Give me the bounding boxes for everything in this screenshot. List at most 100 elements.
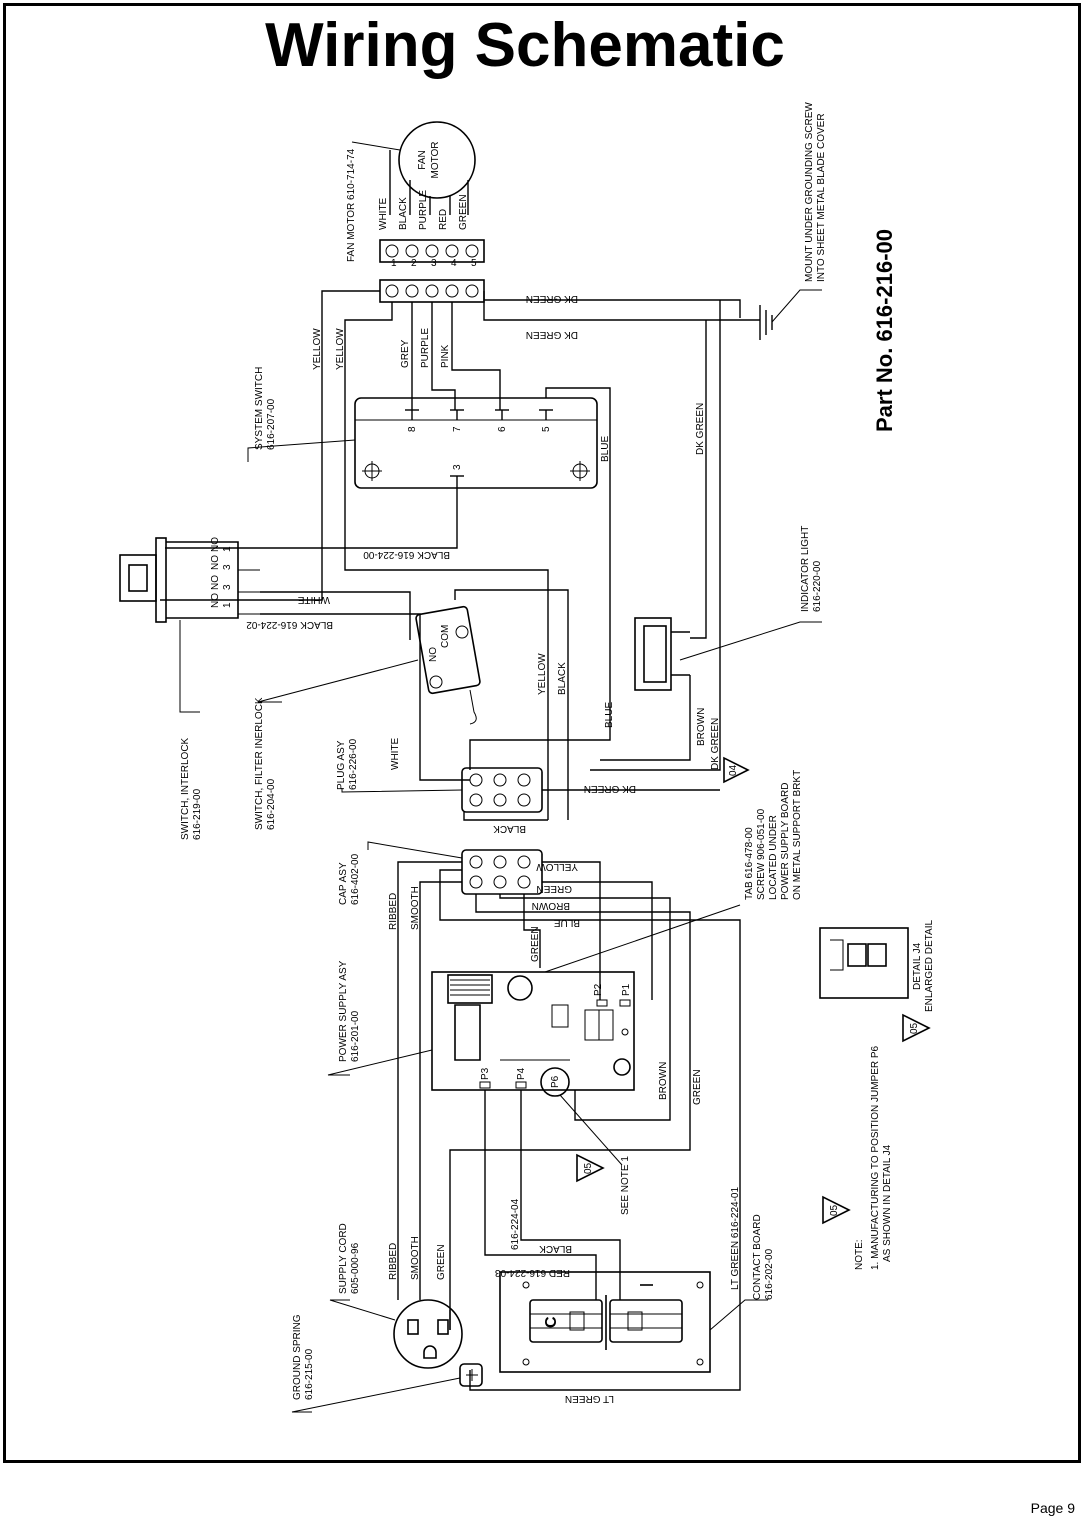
page-frame	[3, 3, 1081, 1463]
note-block: 05 NOTE: 1. MANUFACTURING TO POSITION JU…	[822, 1045, 893, 1270]
blue-label-3: BLUE	[554, 917, 580, 928]
see-note-label: SEE NOTE 1	[620, 1156, 631, 1215]
red-03-label: RED 616-224-03	[495, 1267, 570, 1278]
dk-green-label-1: DK GREEN	[526, 293, 578, 304]
tab-label-2: SCREW 906-051-00	[756, 808, 767, 900]
fan-terminal-block-lower: 1 2 3 4 5	[379, 258, 485, 303]
fan-term-4: 4	[451, 258, 457, 269]
detail-label-2: ENLARGED DETAIL	[924, 920, 935, 1012]
part-number: Part No. 616-216-00	[872, 229, 897, 432]
detail-label-1: DETAIL J4	[912, 942, 923, 990]
plug-assembly: PLUG ASY 616-226-00 BLACK DK GREEN	[336, 738, 720, 834]
fan-term-3: 3	[431, 258, 437, 269]
sw-no-2: NO	[210, 555, 221, 570]
filter-com: COM	[440, 625, 451, 648]
sw-1a: 1	[222, 546, 233, 552]
tab-label-5: ON METAL SUPPORT BRKT	[792, 770, 803, 900]
black-label-2: BLACK	[557, 662, 568, 695]
ltgreen-01-label: LT GREEN 616-224-01	[730, 1187, 741, 1290]
dk-green-label-3: DK GREEN	[695, 403, 706, 455]
switch-filter-label-2: 616-204-00	[266, 778, 277, 830]
brown-label-1: BROWN	[696, 708, 707, 746]
yellow-label-2: YELLOW	[335, 328, 346, 370]
green-label-4: GREEN	[692, 1069, 703, 1105]
p1-label: P1	[621, 983, 632, 996]
contact-off-symbol: C	[543, 1316, 560, 1328]
system-switch-label-1: SYSTEM SWITCH	[254, 367, 265, 450]
dk-green-indicator-wires: DK GREEN	[590, 300, 721, 771]
power-supply-board: P2 P1 P3 P4 P6 BROWN GREEN POWER SUPPLY …	[327, 960, 703, 1300]
tab-label-4: POWER SUPPLY BOARD	[780, 783, 791, 900]
fan-term-1: 1	[391, 258, 397, 269]
mount-note-2: INTO SHEET METAL BLADE COVER	[816, 113, 827, 282]
note-line-1: 1. MANUFACTURING TO POSITION JUMPER P6	[870, 1045, 881, 1270]
fan-wire-black: BLACK	[398, 197, 409, 230]
white-label-3: WHITE	[390, 737, 401, 770]
tri-05b: 05	[583, 1162, 594, 1174]
indicator-light-label-2: 616-220-00	[812, 560, 823, 612]
contact-board-label-2: 616-202-00	[764, 1248, 775, 1300]
fan-wire-white: WHITE	[378, 197, 389, 230]
ribbed-label-1: RIBBED	[388, 893, 399, 930]
switch-interlock: NO NO NO NO 3 3 1 1 SWITCH, INTERLOCK 61…	[119, 537, 450, 840]
purple-label-2: PURPLE	[420, 328, 431, 368]
sw-no-3: NO	[210, 575, 221, 590]
p6-label: P6	[550, 1075, 561, 1088]
tri-05c: 05	[829, 1204, 840, 1216]
callout-triangle-04: 04	[723, 756, 750, 784]
dk-green-label-4: DK GREEN	[710, 718, 721, 770]
tab-callout: TAB 616-478-00 SCREW 906-051-00 LOCATED …	[544, 770, 803, 973]
tri-05a: 05	[909, 1022, 920, 1034]
plug-asy-label-1: PLUG ASY	[336, 740, 347, 790]
green-label-5: GREEN	[436, 1244, 447, 1280]
grey-label: GREY	[400, 339, 411, 368]
cap-asy-label-2: 616-402-00	[350, 853, 361, 905]
page-title: Wiring Schematic	[265, 11, 785, 80]
black-label-3: BLACK	[493, 823, 526, 834]
ground-wires: DK GREEN DK GREEN MOUNT UNDER GROUNDING …	[483, 102, 827, 340]
green-label-2: GREEN	[536, 883, 572, 894]
note-line-2: AS SHOWN IN DETAIL J4	[882, 1144, 893, 1262]
w04-label: 616-224-04	[510, 1198, 521, 1250]
ss-term-7: 7	[452, 426, 463, 432]
fan-motor: FAN MOTOR FAN MOTOR 610-714-74	[346, 121, 476, 262]
ss-term-6: 6	[497, 426, 508, 432]
yellow-label-1: YELLOW	[312, 328, 323, 370]
green-label-3: GREEN	[530, 926, 541, 962]
system-switch-label-2: 616-207-00	[266, 398, 277, 450]
p4-label: P4	[516, 1067, 527, 1080]
dk-green-label-5: DK GREEN	[584, 783, 636, 794]
fan-wire-purple: PURPLE	[418, 190, 429, 230]
system-switch: 8 7 6 5 3 BLUE SYSTEM SWITCH 616-207-00	[165, 367, 611, 770]
ground-spring: GROUND SPRING 616-215-00	[291, 1314, 483, 1413]
switch-interlock-label-2: 616-219-00	[192, 788, 203, 840]
supply-cord-label-2: 605-000-96	[350, 1242, 361, 1294]
pink-label: PINK	[440, 344, 451, 368]
black-02-label: BLACK 616-224-02	[246, 619, 333, 630]
ss-term-3: 3	[452, 464, 463, 470]
mount-note-1: MOUNT UNDER GROUNDING SCREW	[804, 102, 815, 282]
page-number: Page 9	[1030, 1500, 1075, 1516]
tab-label-1: TAB 616-478-00	[744, 827, 755, 900]
sw-1b: 1	[222, 602, 233, 608]
contact-board-label-1: CONTACT BOARD	[752, 1214, 763, 1300]
lower-block-wires: YELLOW YELLOW GREY PURPLE PINK	[160, 290, 549, 820]
detail-j4: DETAIL J4 ENLARGED DETAIL 05	[819, 920, 935, 1043]
switch-filter-interlock: NO COM SWITCH, FILTER INERLOCK 616-204-0…	[254, 605, 615, 830]
p2-label: P2	[593, 983, 604, 996]
brown-label-2: BROWN	[532, 900, 570, 911]
fan-wire-red: RED	[438, 209, 449, 230]
black-label-4: BLACK	[539, 1243, 572, 1254]
contact-board: C CONTACT BOARD 616-202-00 LT GREEN RED …	[495, 1187, 775, 1404]
fan-motor-ref: FAN MOTOR 610-714-74	[346, 148, 357, 262]
supply-cord: RIBBED SMOOTH GREEN SUPPLY CORD 605-000-…	[329, 1223, 463, 1369]
fan-motor-label-2: MOTOR	[430, 141, 441, 178]
ground-spring-label-1: GROUND SPRING	[292, 1314, 303, 1400]
plug-asy-label-2: 616-226-00	[348, 738, 359, 790]
sw-no-1: NO	[210, 537, 221, 552]
blue-label-1: BLUE	[600, 436, 611, 462]
cap-asy-label-1: CAP ASY	[338, 862, 349, 905]
ss-term-5: 5	[541, 426, 552, 432]
yellow-label-3: YELLOW	[537, 653, 548, 695]
